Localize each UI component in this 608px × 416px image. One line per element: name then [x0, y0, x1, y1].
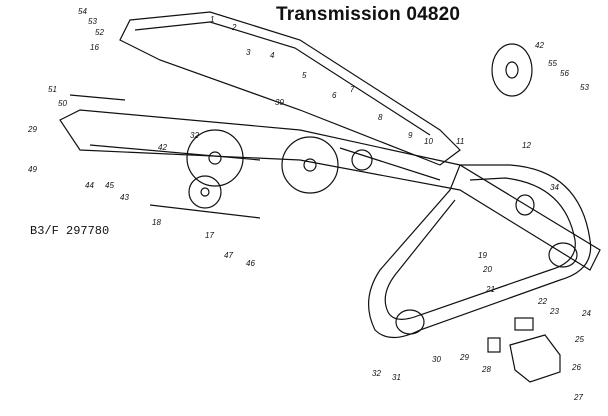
- callout-label: 55: [548, 59, 557, 68]
- callout-label: 45: [105, 181, 114, 190]
- callout-label: 39: [275, 98, 284, 107]
- callout-label: 11: [456, 137, 464, 146]
- callout-label: 44: [85, 181, 94, 190]
- callout-label: 20: [482, 265, 492, 274]
- callout-label: 19: [478, 251, 487, 260]
- callout-label: 2: [231, 23, 237, 32]
- callout-label: 49: [28, 165, 37, 174]
- sprocket-mid: [351, 149, 373, 171]
- callout-label: 6: [332, 91, 337, 100]
- callout-label: 50: [58, 99, 67, 108]
- sprocket-small: [188, 175, 222, 209]
- callout-label: 42: [158, 143, 167, 152]
- diagram-title: Transmission 04820: [276, 4, 461, 25]
- callout-label: 28: [481, 365, 491, 374]
- callout-label: 56: [560, 69, 569, 78]
- callout-label: 1: [210, 15, 214, 24]
- lower-frame-plate: [59, 109, 601, 271]
- lower-pulley: [395, 309, 425, 335]
- callout-label: 26: [571, 363, 581, 372]
- callout-label: 5: [302, 71, 307, 80]
- callout-label: 17: [205, 231, 214, 240]
- callout-label: 30: [432, 355, 441, 364]
- callout-label: 4: [270, 51, 275, 60]
- callout-label: 21: [485, 285, 495, 294]
- part-code: B3/F 297780: [30, 224, 110, 238]
- callout-label: 43: [120, 193, 129, 202]
- drive-pulley: [548, 242, 578, 268]
- callout-label: 32: [190, 131, 199, 140]
- pulley-right: [491, 43, 533, 97]
- sprocket-large-right: [281, 136, 339, 194]
- callout-label: 31: [392, 373, 401, 382]
- callout-label: 52: [95, 28, 104, 37]
- callout-label: 24: [581, 309, 591, 318]
- callout-label: 51: [48, 85, 57, 94]
- callout-label: 46: [246, 259, 255, 268]
- upper-frame-plate: [119, 11, 461, 166]
- callout-label: 27: [573, 393, 583, 402]
- callout-label: 29: [27, 125, 37, 134]
- callout-label: 22: [537, 297, 547, 306]
- chain-housing: [367, 164, 592, 339]
- callout-label: 42: [535, 41, 544, 50]
- callout-label: 53: [88, 17, 97, 26]
- callout-label: 29: [459, 353, 469, 362]
- callout-label: 10: [424, 137, 433, 146]
- callout-label: 53: [580, 83, 589, 92]
- callout-label: 25: [574, 335, 584, 344]
- callout-label: 32: [372, 369, 381, 378]
- callout-label: 47: [224, 251, 233, 260]
- callout-label: 8: [378, 113, 383, 122]
- callout-label: 23: [549, 307, 559, 316]
- callout-label: 18: [152, 218, 161, 227]
- callout-label: 12: [522, 141, 531, 150]
- callout-label: 54: [78, 7, 87, 16]
- callout-label: 34: [550, 183, 559, 192]
- callout-label: 9: [408, 131, 413, 140]
- idler: [515, 194, 535, 216]
- callout-label: 16: [90, 43, 99, 52]
- bracket: [509, 334, 561, 383]
- callout-label: 7: [350, 85, 355, 94]
- callout-label: 3: [246, 48, 251, 57]
